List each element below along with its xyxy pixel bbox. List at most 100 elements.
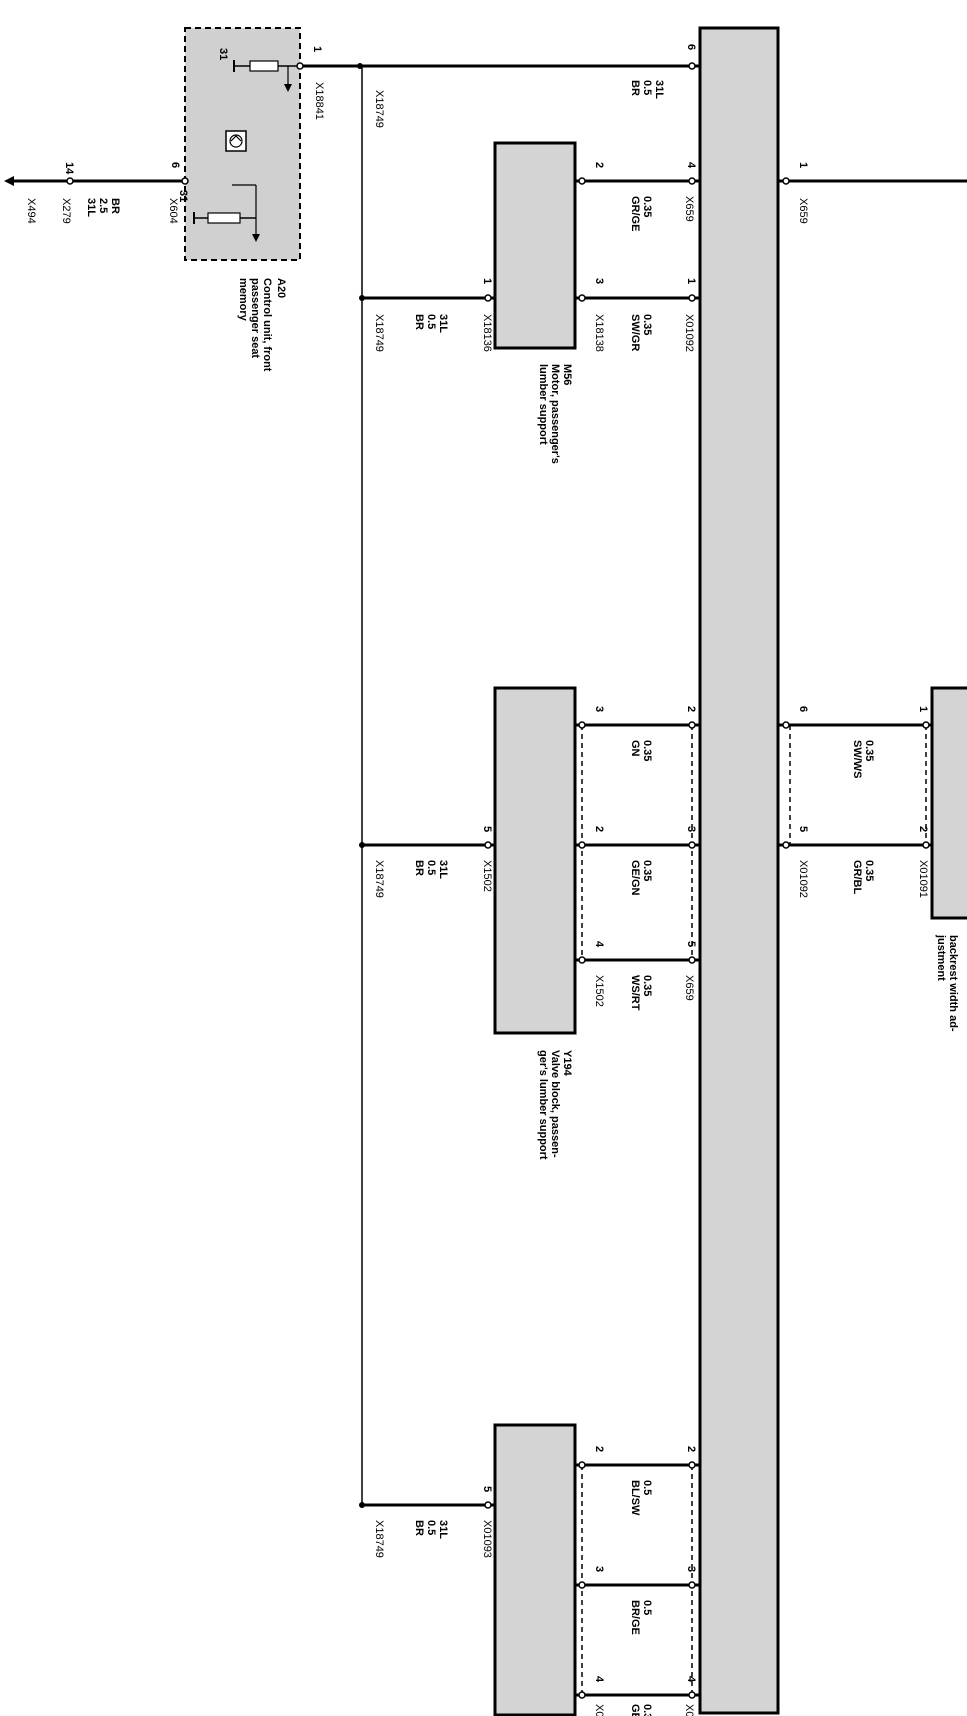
connector-arrow-icon — [4, 176, 14, 186]
m56-desc-line-1: Motor, passenger's — [549, 364, 561, 464]
m56-ground-pin: 1 — [481, 278, 493, 284]
backrest-wire-a-color: SW/WS — [851, 740, 863, 779]
y194-ground-gauge: 0.5 — [425, 860, 437, 875]
m56-ground-conn: X18136 — [481, 314, 493, 352]
bottom-conn-c: X01093 — [593, 1704, 605, 1716]
backrest-main-a: 6 — [797, 706, 809, 712]
m56-ground-color: BR — [413, 314, 425, 330]
m56-main-pin-b: 1 — [685, 278, 697, 284]
main-top-pin: 1 — [797, 162, 809, 168]
y194-main-a: 2 — [685, 706, 697, 712]
y194-desc-line-2: ger's lumber support — [537, 1050, 549, 1160]
y194-wire-c-color: WS/RT — [629, 975, 641, 1011]
y194-ground-pin: 5 — [481, 826, 493, 832]
backrest-conn-b: X01091 — [917, 860, 929, 898]
feed-conn-b: X279 — [60, 198, 72, 224]
bottom-main-c: 4 — [685, 1676, 697, 1683]
backrest-desc-line-1: backrest width ad- — [947, 935, 959, 1032]
bottom-wire-c-color: GE/GN — [629, 1704, 641, 1716]
m56-id: M56 — [561, 364, 573, 385]
a20-ground-label-top: 31 — [217, 48, 229, 60]
bottom-conn-main-c: X01092 — [683, 1704, 695, 1716]
bottom-wire-b-gauge: 0.5 — [641, 1600, 653, 1615]
backrest-width-unit — [930, 686, 967, 920]
m56-conn-top: X659 — [683, 196, 695, 222]
top-feed-gauge: 0.5 — [641, 80, 653, 95]
bottom-pin-a: 2 — [593, 1446, 605, 1452]
bottom-ground-bus: X18749 — [373, 1520, 385, 1558]
bottom-wire-a-gauge: 0.5 — [641, 1480, 653, 1495]
a20-desc-line-2: passenger seat — [249, 278, 261, 358]
y194-pin-b: 2 — [593, 826, 605, 832]
bottom-wire-a-color: BL/SW — [629, 1480, 641, 1516]
top-feed-color: BR — [629, 80, 641, 96]
backrest-wire-a-gauge: 0.35 — [863, 740, 875, 761]
y194-pin-a: 3 — [593, 706, 605, 712]
y194-ground-signal: 31L — [437, 860, 449, 879]
backrest-pin-a: 1 — [917, 706, 929, 712]
a20-ground-label-bottom: 31 — [177, 190, 189, 202]
m56-conn-main-b: X01092 — [683, 314, 695, 352]
bottom-main-a: 2 — [685, 1446, 697, 1452]
y194-wire-c-gauge: 0.35 — [641, 975, 653, 996]
seat-memory-icon — [225, 130, 247, 152]
a20-desc-line-1: Control unit, front — [261, 278, 273, 372]
seat-memory-icon-circle — [229, 134, 243, 148]
bottom-ground-pin: 5 — [481, 1486, 493, 1492]
feed-pin-b: 6 — [169, 162, 181, 168]
m56-main-pin-top: 4 — [685, 162, 697, 169]
bottom-unit — [493, 1423, 577, 1716]
backrest-pin-b: 2 — [917, 826, 929, 832]
top-feed-pin: 1 — [311, 46, 323, 52]
bottom-ground-gauge: 0.5 — [425, 1520, 437, 1535]
y194-ground-color: BR — [413, 860, 425, 876]
m56-pin-a: 3 — [593, 278, 605, 284]
top-feed-signal: 31L — [653, 80, 665, 99]
backrest-wire-b-gauge: 0.35 — [863, 860, 875, 881]
m56-pin-top: 2 — [593, 162, 605, 168]
y194-conn-c: X1502 — [593, 975, 605, 1007]
m56-wire-top-color: GR/GE — [629, 196, 641, 231]
y194-wire-a-gauge: 0.35 — [641, 740, 653, 761]
valve-block-y194 — [493, 686, 577, 1035]
y194-id: Y194 — [561, 1050, 573, 1077]
a20-desc-line-3: memory — [237, 278, 249, 322]
y194-main-b: 3 — [685, 826, 697, 832]
motor-m56 — [493, 141, 577, 350]
m56-wire-b-gauge: 0.35 — [641, 314, 653, 335]
y194-ground-bus: X18749 — [373, 860, 385, 898]
bottom-pin-b: 3 — [593, 1566, 605, 1572]
feed-gauge: 2.5 — [97, 198, 109, 213]
backrest-desc-line-2: justment — [935, 934, 947, 981]
m56-wire-b-color: SW/GR — [629, 314, 641, 351]
bottom-ground-signal: 31L — [437, 1520, 449, 1539]
main-connector-block — [698, 26, 780, 1715]
bottom-pin-c: 4 — [593, 1676, 605, 1683]
y194-wire-a-color: GN — [629, 740, 641, 757]
m56-wire-top-gauge: 0.35 — [641, 196, 653, 217]
feed-color: BR — [109, 198, 121, 214]
feed-conn-a: X494 — [25, 198, 37, 224]
top-feed-conn-bus: X18749 — [373, 90, 385, 128]
top-feed-conn: X18841 — [313, 82, 325, 120]
bottom-main-b: 3 — [685, 1566, 697, 1572]
backrest-conn-main-b: X01092 — [797, 860, 809, 898]
arrow-icon — [284, 84, 292, 92]
bottom-ground-conn: X01093 — [481, 1520, 493, 1558]
feed-signal: 31L — [85, 198, 97, 217]
y194-desc-line-1: Valve block, passen- — [549, 1050, 561, 1158]
m56-ground-signal: 31L — [437, 314, 449, 333]
m56-ground-bus: X18749 — [373, 314, 385, 352]
y194-ground-conn: X1502 — [481, 860, 493, 892]
resistor-icon — [249, 60, 279, 72]
backrest-wire-b-color: GR/BL — [851, 860, 863, 895]
y194-wire-b-gauge: 0.35 — [641, 860, 653, 881]
feed-pin-a: 14 — [63, 162, 75, 175]
y194-wire-b-color: GE/GN — [629, 860, 641, 896]
bottom-ground-color: BR — [413, 1520, 425, 1536]
y194-conn-main-c: X659 — [683, 975, 695, 1001]
y194-main-c: 5 — [685, 941, 697, 947]
feed-conn-c: X604 — [167, 198, 179, 224]
m56-ground-gauge: 0.5 — [425, 314, 437, 329]
y194-pin-c: 4 — [593, 941, 605, 948]
